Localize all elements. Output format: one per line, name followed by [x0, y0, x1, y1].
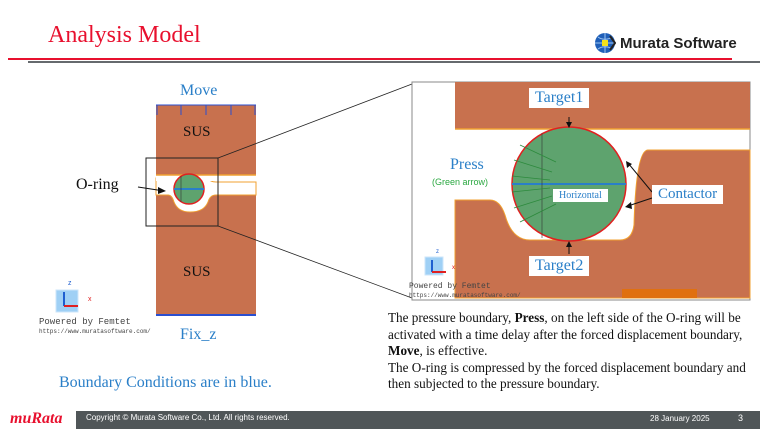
press-note: (Green arrow) — [432, 177, 489, 187]
zoom-region-box — [145, 157, 219, 227]
axis-x-right: x — [452, 265, 455, 271]
desc-text: , is effective. — [419, 343, 488, 358]
femtet-url-left: https://www.muratasoftware.com/ — [39, 328, 151, 335]
title-underline-red — [8, 58, 732, 60]
axis-z-right: z — [436, 249, 439, 255]
oring-label: O-ring — [76, 176, 119, 193]
sus-bottom-block — [156, 195, 256, 315]
sus-bottom-label: SUS — [183, 264, 211, 280]
page-title: Analysis Model — [48, 22, 201, 48]
desc-text: The pressure boundary, — [388, 310, 515, 325]
title-underline-gray — [28, 61, 760, 63]
target1-label: Target1 — [529, 88, 590, 108]
brand-logo: Murata Software — [594, 32, 737, 54]
sus-top-block — [156, 105, 256, 175]
footer-bar — [76, 411, 760, 429]
desc-press-bold: Press — [514, 310, 545, 325]
femtet-powered-left: Powered by Femtet — [39, 317, 131, 327]
femtet-powered-right: Powered by Femtet — [409, 282, 491, 291]
target2-label: Target2 — [529, 256, 590, 276]
axis-z-left: z — [68, 280, 72, 287]
femtet-url-right: https://www.muratasoftware.com/ — [409, 292, 521, 299]
sus-top-label: SUS — [183, 124, 211, 140]
globe-icon — [595, 33, 616, 53]
axis-triad-icon-left — [55, 289, 79, 313]
contactor-label: Contactor — [652, 185, 724, 204]
move-label: Move — [180, 82, 218, 99]
murata-logo: muRata — [10, 410, 63, 427]
brand-name: Murata Software — [620, 34, 737, 52]
axis-triad-icon-right — [424, 256, 444, 276]
horizontal-label: Horizontal — [553, 189, 608, 202]
footer-copyright: Copyright © Murata Software Co., Ltd. Al… — [86, 413, 290, 422]
desc-paragraph-2: The O-ring is compressed by the forced d… — [388, 359, 746, 392]
fix-label: Fix_z — [180, 326, 217, 343]
desc-move-bold: Move — [388, 343, 420, 358]
press-label: Press — [450, 156, 484, 173]
description-text: The pressure boundary, Press, on the lef… — [388, 310, 768, 393]
page-number: 3 — [738, 413, 744, 423]
footer-date: 28 January 2025 — [650, 414, 710, 423]
desc-text: , on the left side of the O-ring will be… — [388, 310, 743, 342]
boundary-note: Boundary Conditions are in blue. — [59, 374, 272, 391]
axis-x-left: x — [88, 296, 92, 303]
